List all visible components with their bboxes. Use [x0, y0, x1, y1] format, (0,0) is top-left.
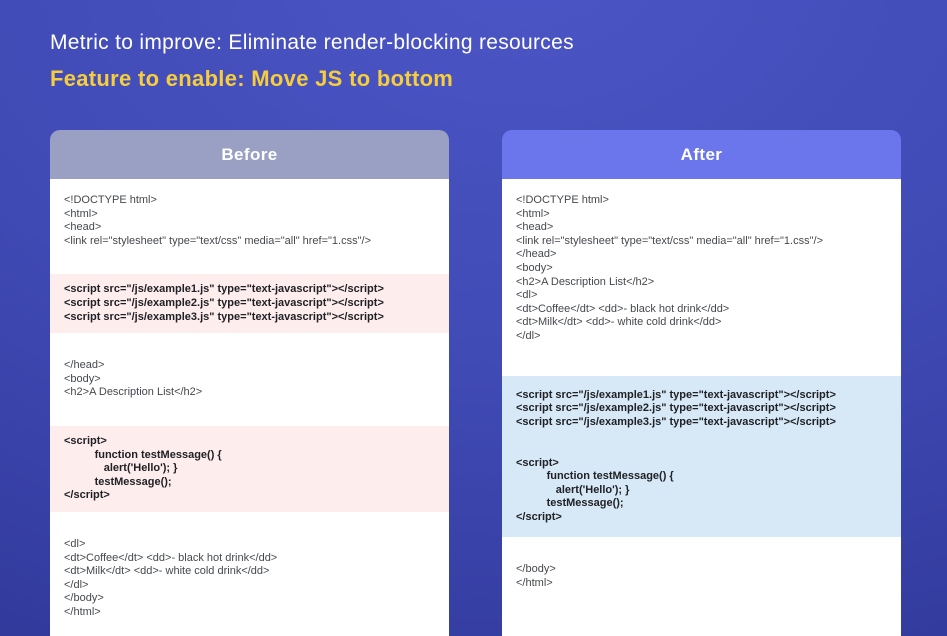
code-line: <dt>Coffee</dt> <dd>- black hot drink</d… — [64, 551, 278, 564]
code-line: <script src="/js/example2.js" type="text… — [516, 402, 836, 415]
code-line: testMessage(); — [516, 497, 624, 510]
code-block-plain: <!DOCTYPE html><html><head><link rel="st… — [64, 194, 435, 248]
code-line: <html> — [64, 207, 98, 220]
code-line: testMessage(); — [64, 475, 172, 488]
code-line: <dl> — [64, 537, 86, 550]
code-line: </dl> — [516, 329, 541, 342]
code-line: <head> — [64, 221, 102, 234]
code-line: <!DOCTYPE html> — [64, 194, 157, 206]
code-line: <body> — [516, 261, 553, 274]
code-line: <script> — [516, 456, 559, 469]
code-line: </head> — [516, 248, 557, 261]
code-line: alert('Hello'); } — [64, 462, 178, 475]
code-line: <dt>Milk</dt> <dd>- white cold drink</dd… — [516, 316, 722, 329]
code-line: <script src="/js/example3.js" type="text… — [64, 310, 384, 323]
code-line: </html> — [64, 605, 101, 618]
slide-titles: Metric to improve: Eliminate render-bloc… — [0, 0, 947, 92]
code-block-highlight-red: <script> function testMessage() { alert(… — [50, 425, 449, 512]
code-line: <script> — [64, 434, 107, 447]
code-block-highlight-blue: <script src="/js/example1.js" type="text… — [502, 375, 901, 538]
code-line: <body> — [64, 372, 101, 385]
code-line: function testMessage() { — [64, 448, 222, 461]
code-line: <h2>A Description List</h2> — [64, 386, 203, 399]
before-card-code: <!DOCTYPE html><html><head><link rel="st… — [50, 179, 449, 636]
code-line: <h2>A Description List</h2> — [516, 275, 655, 288]
code-line: <link rel="stylesheet" type="text/css" m… — [64, 234, 371, 247]
code-line: </script> — [516, 510, 562, 523]
code-line — [516, 443, 887, 457]
code-line: </head> — [64, 359, 105, 372]
code-line: </html> — [516, 577, 553, 590]
before-card-title: Before — [221, 144, 278, 164]
code-line: <script src="/js/example1.js" type="text… — [64, 283, 384, 296]
code-line: <!DOCTYPE html> — [516, 194, 609, 206]
code-line: </dl> — [64, 578, 89, 591]
code-line: <dt>Milk</dt> <dd>- white cold drink</dd… — [64, 565, 270, 578]
before-card: Before <!DOCTYPE html><html><head><link … — [50, 130, 449, 636]
code-line — [516, 429, 887, 443]
after-card: After <!DOCTYPE html><html><head><link r… — [502, 130, 901, 636]
code-block-plain: </body></html> — [516, 563, 887, 590]
code-block-plain: <dl><dt>Coffee</dt> <dd>- black hot drin… — [64, 538, 435, 620]
code-line: function testMessage() { — [516, 470, 674, 483]
code-line: <dl> — [516, 289, 538, 302]
code-line: <dt>Coffee</dt> <dd>- black hot drink</d… — [516, 302, 730, 315]
code-line: <link rel="stylesheet" type="text/css" m… — [516, 234, 823, 247]
code-line: </body> — [64, 592, 104, 605]
after-card-title: After — [680, 144, 723, 164]
code-line: <script src="/js/example3.js" type="text… — [516, 415, 836, 428]
code-line: <html> — [516, 207, 550, 220]
code-block-plain: </head><body><h2>A Description List</h2> — [64, 359, 435, 400]
code-block-plain: <!DOCTYPE html><html><head><link rel="st… — [516, 194, 887, 344]
comparison-cards: Before <!DOCTYPE html><html><head><link … — [0, 130, 947, 636]
metric-title: Metric to improve: Eliminate render-bloc… — [50, 31, 574, 54]
before-card-header: Before — [50, 130, 449, 179]
code-block-highlight-red: <script src="/js/example1.js" type="text… — [50, 274, 449, 334]
code-line: <script src="/js/example2.js" type="text… — [64, 296, 384, 309]
code-line: </script> — [64, 489, 110, 502]
after-card-code: <!DOCTYPE html><html><head><link rel="st… — [502, 179, 901, 636]
code-line: <head> — [516, 221, 554, 234]
code-line: </body> — [516, 563, 556, 576]
code-line: alert('Hello'); } — [516, 483, 630, 496]
feature-title: Feature to enable: Move JS to bottom — [50, 66, 454, 91]
code-line: <script src="/js/example1.js" type="text… — [516, 388, 836, 401]
after-card-header: After — [502, 130, 901, 179]
